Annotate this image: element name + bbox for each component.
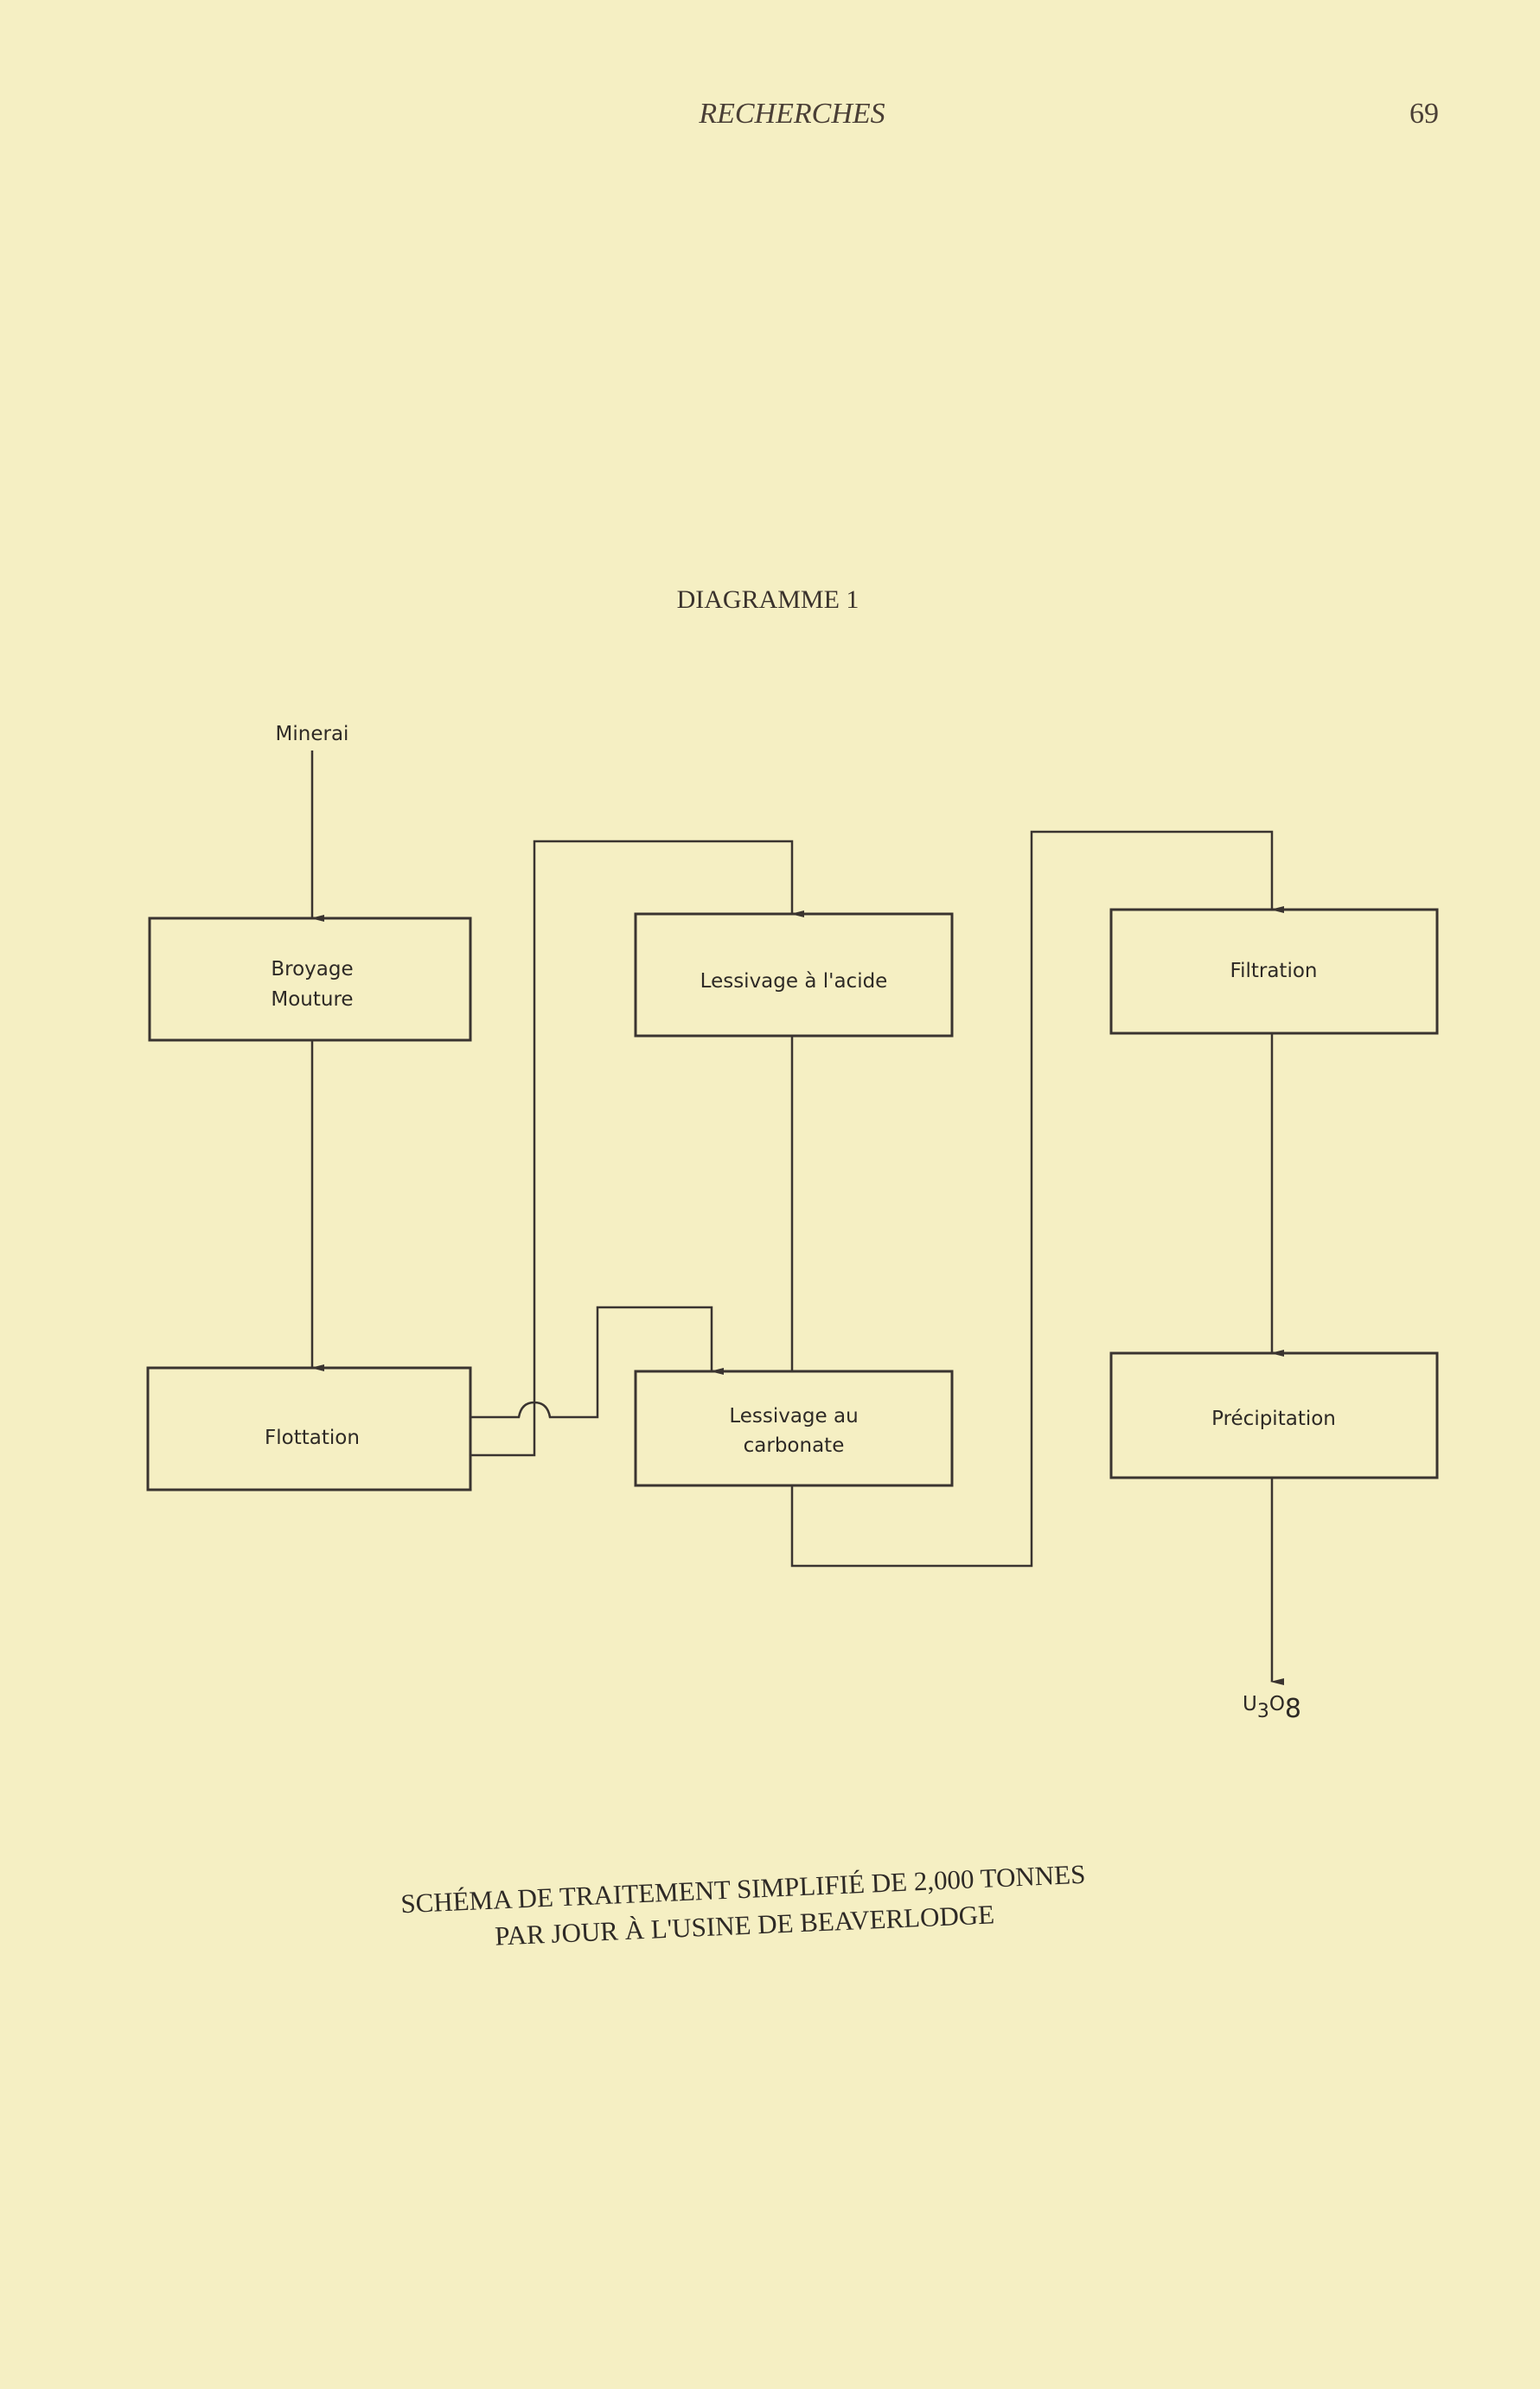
box-label: Filtration <box>1230 960 1318 982</box>
arrow-flottation-to-carbonate <box>470 1306 724 1419</box>
box-lessivage-acide: Lessivage à l'acide <box>634 912 954 1038</box>
box-flottation: Flottation <box>146 1366 472 1492</box>
arrow-carbonate-to-filtration <box>790 830 1284 1568</box>
arrow-flottation-to-acide <box>470 840 804 1457</box>
caption: SCHÉMA DE TRAITEMENT SIMPLIFIÉ DE 2,000 … <box>400 1859 1086 1951</box>
page-number: 69 <box>1409 98 1439 130</box>
box-label: Flottation <box>265 1427 360 1449</box>
output-u3o8: U3O8 <box>1243 1693 1301 1724</box>
box-lessivage-carbonate: Lessivage au carbonate <box>634 1370 954 1487</box>
box-label: Précipitation <box>1211 1408 1336 1430</box>
box-label: Lessivage à l'acide <box>700 970 888 993</box>
running-title: RECHERCHES <box>698 98 885 130</box>
box-label: carbonate <box>744 1434 845 1457</box>
box-filtration: Filtration <box>1109 908 1439 1035</box>
connectors <box>310 751 1284 1685</box>
box-label: Lessivage au <box>729 1405 858 1428</box>
box-broyage: Broyage Mouture <box>148 917 472 1042</box>
input-label-minerai: Minerai <box>276 723 349 745</box>
box-precipitation: Précipitation <box>1109 1351 1439 1479</box>
box-label: Mouture <box>271 988 353 1011</box>
diagram-title: DIAGRAMME 1 <box>677 585 859 614</box>
box-label: Broyage <box>271 958 353 981</box>
